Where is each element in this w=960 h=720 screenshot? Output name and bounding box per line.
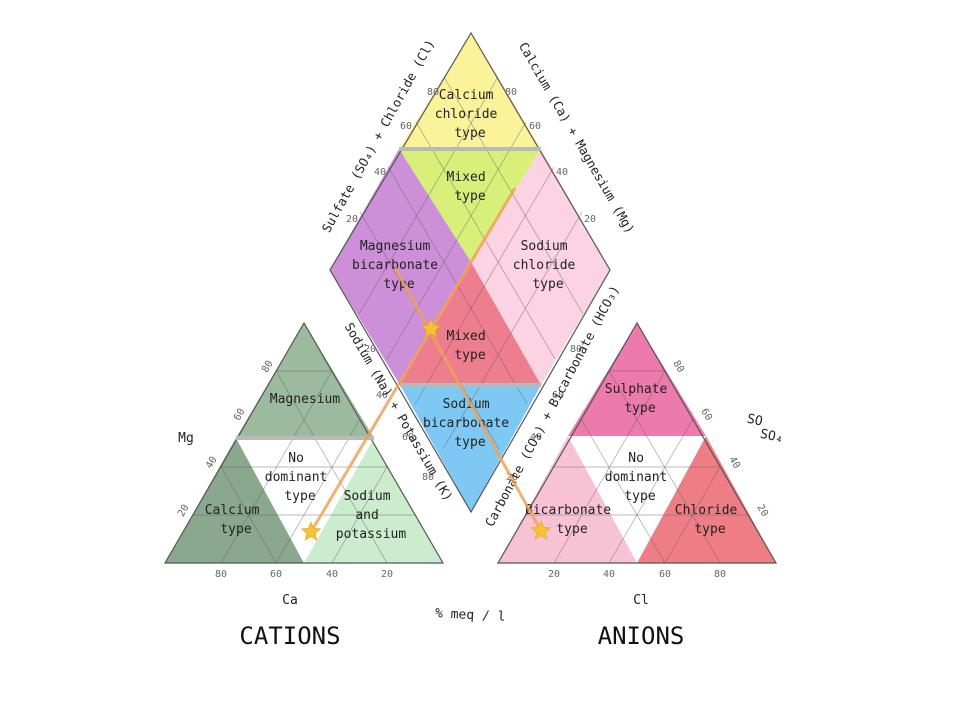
diamond-ticks: 80 60 40 20 80 60 40 20 20 40 60 80 80 6… <box>346 87 596 483</box>
diamond-tick-bl-60: 60 <box>402 432 414 443</box>
cation-bottom-tick-60: 60 <box>270 569 282 580</box>
label-bicarbonate: Bicarbonate type <box>525 503 619 537</box>
anion-bottom-tick-40: 40 <box>603 569 615 580</box>
diamond-tick-tl-20: 20 <box>346 214 358 225</box>
zone-magnesium-bicarbonate <box>330 149 471 385</box>
diamond-tick-tr-80: 80 <box>505 87 517 98</box>
label-calcium-chloride: Calcium chloride type <box>435 88 505 141</box>
label-chloride: Chloride type <box>675 503 745 537</box>
diamond-tick-tl-80: 80 <box>427 87 439 98</box>
anion-right-tick-80: 80 <box>670 359 686 375</box>
anion-zone-chloride <box>637 436 776 563</box>
diamond-tick-br-40: 40 <box>530 432 542 443</box>
cation-zone-magnesium <box>236 323 374 438</box>
sample-star-icon <box>420 318 442 338</box>
projection-line-anion <box>393 267 543 532</box>
anion-zone-sulphate <box>568 323 706 436</box>
diamond-outline <box>329 31 611 514</box>
anion-zone-no-dominant <box>568 436 706 563</box>
label-mixed-top: Mixed type <box>447 170 494 204</box>
anion-corner-so4: SO₄ <box>759 427 785 447</box>
projection-line-cation <box>309 187 517 533</box>
cation-gridlines <box>193 370 415 564</box>
cation-left-tick-80: 80 <box>260 359 276 375</box>
anion-bottom-tick-80: 80 <box>714 569 726 580</box>
anion-sample-star-icon <box>530 520 552 540</box>
label-magnesium: Magnesium <box>270 392 341 407</box>
sample-projection <box>300 187 552 541</box>
anion-bottom-cl: Cl <box>633 593 649 608</box>
label-sodium-chloride: Sodium chloride type <box>513 239 583 292</box>
cation-zone-no-dominant <box>236 438 374 563</box>
zone-sodium-bicarbonate <box>400 385 541 512</box>
label-mixed-center: Mixed type <box>447 329 494 363</box>
diamond-tick-bl-40: 40 <box>376 390 388 401</box>
label-sodium-potassium: Sodium and potassium <box>336 489 407 542</box>
anions-triangle: Sulphate type No dominant type Bicarbona… <box>496 321 785 650</box>
anions-title: ANIONS <box>598 622 685 650</box>
cation-zone-calcium <box>165 438 304 563</box>
anion-right-tick-20: 20 <box>754 503 770 519</box>
cation-bottom-ca: Ca <box>282 593 298 608</box>
anion-right-tick-60: 60 <box>698 407 714 423</box>
anion-corner-so4-overlap: SO <box>746 412 765 430</box>
diamond-tick-tr-60: 60 <box>529 121 541 132</box>
zone-mixed-center <box>400 262 541 385</box>
zone-calcium-chloride <box>399 33 541 149</box>
unit-label: % meq / l <box>435 606 506 625</box>
diamond-tick-tr-20: 20 <box>584 214 596 225</box>
anion-bottom-tick-60: 60 <box>659 569 671 580</box>
diamond-tick-tl-60: 60 <box>400 121 412 132</box>
diamond-tick-bl-80: 80 <box>422 472 434 483</box>
anion-outline <box>496 321 778 564</box>
cations-title: CATIONS <box>239 622 340 650</box>
label-sodium-bicarbonate: Sodium bicarbonate type <box>423 397 517 450</box>
label-calcium: Calcium type <box>205 503 268 537</box>
cation-left-tick-60: 60 <box>232 407 248 423</box>
label-anion-no-dominant: No dominant type <box>605 451 675 504</box>
cation-bottom-tick-20: 20 <box>381 569 393 580</box>
cation-bottom-tick-80: 80 <box>215 569 227 580</box>
anion-zone-bicarbonate <box>498 436 637 563</box>
anion-gridlines <box>526 370 748 564</box>
cation-bottom-tick-40: 40 <box>326 569 338 580</box>
cations-triangle: Magnesium No dominant type Calcium type … <box>163 321 445 650</box>
diamond-tick-bl-20: 20 <box>364 344 376 355</box>
anion-bottom-tick-20: 20 <box>548 569 560 580</box>
diamond-tick-tl-40: 40 <box>374 167 386 178</box>
cation-outline <box>163 321 445 564</box>
diamond-tick-br-60: 60 <box>552 390 564 401</box>
label-magnesium-bicarbonate: Magnesium bicarbonate type <box>352 239 446 292</box>
cation-corner-mg: Mg <box>178 431 194 446</box>
cation-left-tick-20: 20 <box>176 503 192 519</box>
zone-sodium-chloride <box>471 149 610 385</box>
cation-left-tick-40: 40 <box>204 455 220 471</box>
label-sulphate: Sulphate type <box>605 382 675 416</box>
diamond-tick-br-80: 80 <box>570 344 582 355</box>
label-cation-no-dominant: No dominant type <box>265 451 335 504</box>
anion-right-tick-40: 40 <box>726 455 742 471</box>
diamond-tick-tr-40: 40 <box>556 167 568 178</box>
cation-sample-star-icon <box>300 521 322 541</box>
zone-mixed-top <box>399 149 541 262</box>
